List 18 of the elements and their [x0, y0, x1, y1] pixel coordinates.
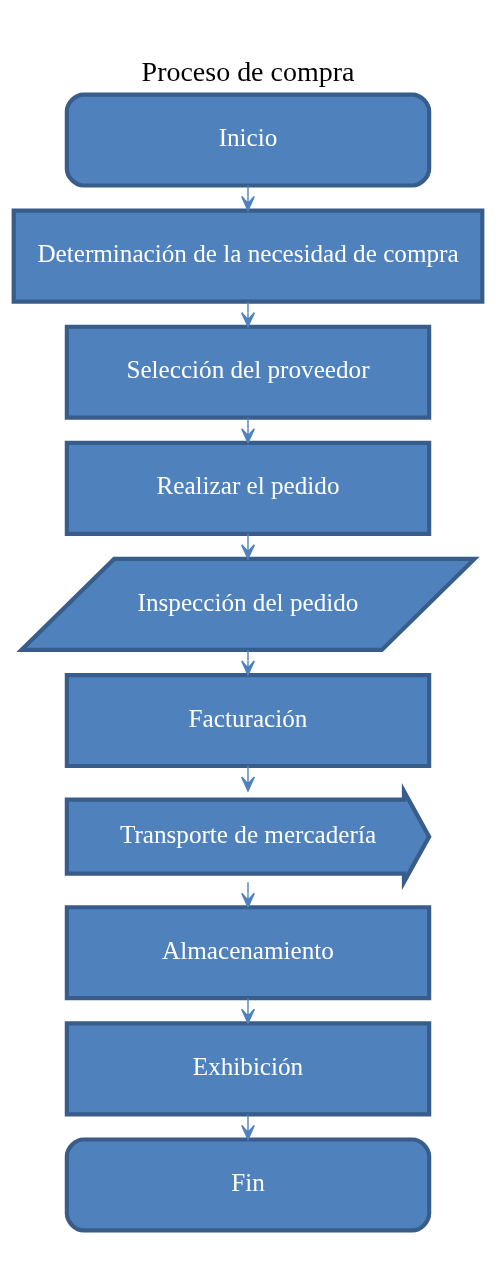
node-box: Realizar el pedido [64, 440, 432, 536]
arrow [241, 648, 255, 676]
arrow [241, 997, 255, 1024]
node-box: Almacenamiento [64, 904, 432, 1000]
arrow [241, 1113, 255, 1140]
arrow [241, 764, 255, 792]
node-box: Selección del proveedor [64, 324, 432, 420]
arrow [241, 532, 255, 560]
diagram-title: Proceso de compra [141, 55, 355, 87]
arrow [241, 880, 255, 908]
node-box: Fin [64, 1136, 432, 1232]
arrow [241, 300, 255, 327]
arrow [241, 184, 255, 211]
node-box: Determinación de la necesidad de compra [11, 208, 485, 304]
node-box: Inicio [64, 91, 432, 188]
node-box: Exhibición [64, 1020, 432, 1116]
arrow [241, 416, 255, 443]
node-box: Facturación [64, 672, 432, 768]
